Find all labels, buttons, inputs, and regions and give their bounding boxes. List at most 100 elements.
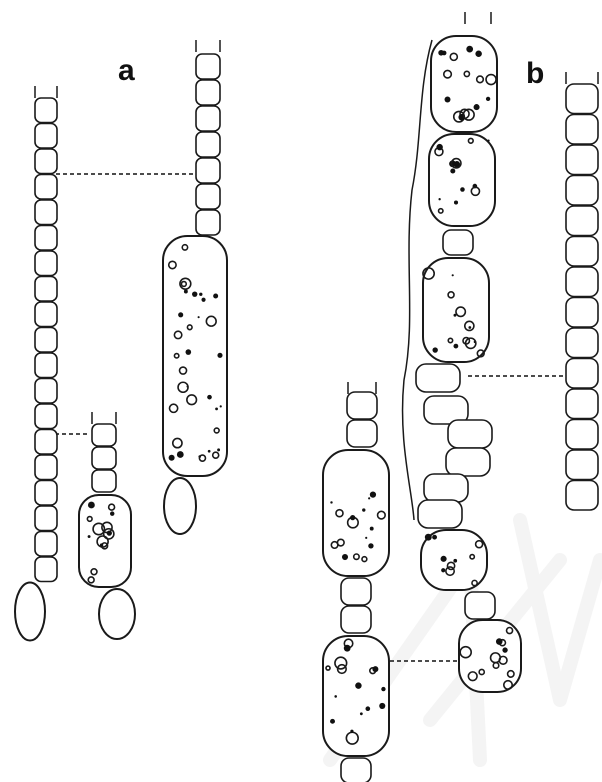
vegetative-cell [566, 145, 598, 175]
panel-label-a: a [118, 54, 135, 87]
granule-dark [496, 638, 503, 645]
vegetative-cell [35, 226, 57, 251]
granule-dark [220, 405, 222, 407]
granule-dark [468, 326, 471, 329]
vegetative-cell [566, 176, 598, 206]
vegetative-cell [443, 230, 473, 255]
granule-dark [350, 730, 353, 733]
granule-dark [370, 527, 374, 531]
vegetative-cell [566, 298, 598, 328]
granule-dark [453, 344, 458, 349]
vegetative-cell [35, 455, 57, 480]
granule-dark [360, 712, 363, 715]
granule-dark [432, 535, 437, 540]
filament-b-center [403, 12, 521, 692]
granule-dark [432, 347, 437, 352]
granule-dark [486, 97, 490, 101]
granule-dark [344, 645, 351, 652]
vegetative-cell [341, 578, 371, 605]
granule-dark [208, 450, 211, 453]
vegetative-cell [35, 430, 57, 455]
granule-dark [370, 492, 376, 498]
granule-dark [365, 537, 367, 539]
vegetative-cell [92, 424, 116, 446]
granule-dark [379, 703, 385, 709]
granule-dark [217, 353, 222, 358]
akinete [163, 236, 227, 476]
filament-open-end [465, 12, 491, 24]
filament-open-end [196, 40, 220, 52]
granule-dark [330, 501, 332, 503]
vegetative-cell [446, 448, 490, 476]
vegetative-cell [35, 404, 57, 429]
granule-dark [454, 201, 458, 205]
vegetative-cell [196, 132, 220, 157]
granule-dark [213, 294, 218, 299]
vegetative-cell [35, 506, 57, 531]
vegetative-cell [418, 500, 462, 528]
granule-dark [217, 448, 220, 451]
granule-dark [368, 497, 370, 499]
filament-b-left [323, 382, 389, 782]
vegetative-cell [566, 115, 598, 145]
filament-a-right [163, 40, 227, 534]
vegetative-cell [35, 124, 57, 149]
granule-dark [178, 312, 183, 317]
granule-dark [169, 455, 175, 461]
granule-dark [199, 293, 202, 296]
granule-dark [487, 139, 489, 141]
granule-dark [460, 187, 465, 192]
filament-a-middle [79, 412, 135, 639]
granule-dark [88, 535, 91, 538]
heterocyst [15, 583, 45, 641]
granule-dark [215, 407, 218, 410]
vegetative-cell [465, 592, 495, 619]
granule-dark [425, 534, 432, 541]
granule-dark [88, 502, 95, 509]
vegetative-cell [341, 606, 371, 633]
filament-b-right [566, 72, 598, 510]
vegetative-cell [35, 302, 57, 327]
granule-dark [445, 97, 451, 103]
granule-dark [350, 515, 355, 520]
vegetative-cell [566, 206, 598, 236]
vegetative-cell [566, 389, 598, 419]
vegetative-cell [566, 359, 598, 389]
vegetative-cell [35, 532, 57, 557]
vegetative-cell [196, 158, 220, 183]
vegetative-cell [92, 447, 116, 469]
vegetative-cell [35, 481, 57, 506]
vegetative-cell [566, 450, 598, 480]
vegetative-cell [92, 470, 116, 492]
vegetative-cell [566, 267, 598, 297]
vegetative-cell [566, 328, 598, 358]
granule-dark [355, 682, 361, 688]
granule-dark [330, 719, 335, 724]
granule-dark [502, 647, 507, 652]
filament-a-left [15, 86, 57, 641]
vegetative-cell [424, 474, 468, 502]
vegetative-cell [196, 210, 220, 235]
granule-dark [454, 314, 457, 317]
vegetative-cell [566, 420, 598, 450]
vegetative-cell [566, 237, 598, 267]
heterocyst [99, 589, 135, 639]
granule-dark [177, 451, 184, 458]
granule-dark [372, 666, 378, 672]
granule-dark [450, 168, 455, 173]
granule-dark [342, 554, 348, 560]
granule-dark [452, 274, 454, 276]
vegetative-cell [35, 353, 57, 378]
akinete [459, 620, 521, 692]
filament-open-end [92, 412, 116, 424]
granule-dark [362, 508, 365, 511]
vegetative-cell [347, 420, 377, 447]
granule-dark [438, 198, 440, 200]
vegetative-cell [35, 175, 57, 200]
granule-dark [184, 290, 188, 294]
vegetative-cell [35, 277, 57, 302]
granule-dark [192, 291, 197, 296]
granule-dark [438, 50, 444, 56]
granule-dark [207, 395, 212, 400]
